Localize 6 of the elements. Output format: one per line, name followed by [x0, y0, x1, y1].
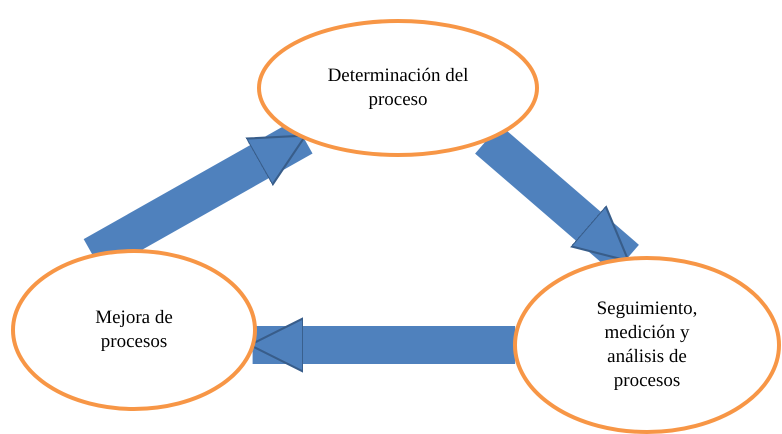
process-ellipse — [256, 18, 540, 158]
process-ellipse — [10, 248, 258, 412]
process-ellipse — [512, 255, 782, 434]
node-label: Mejora de procesos — [94, 306, 174, 354]
node-label: Determinación del proceso — [326, 64, 470, 112]
node-label: Seguimiento, medición y análisis de procesos — [596, 297, 698, 393]
